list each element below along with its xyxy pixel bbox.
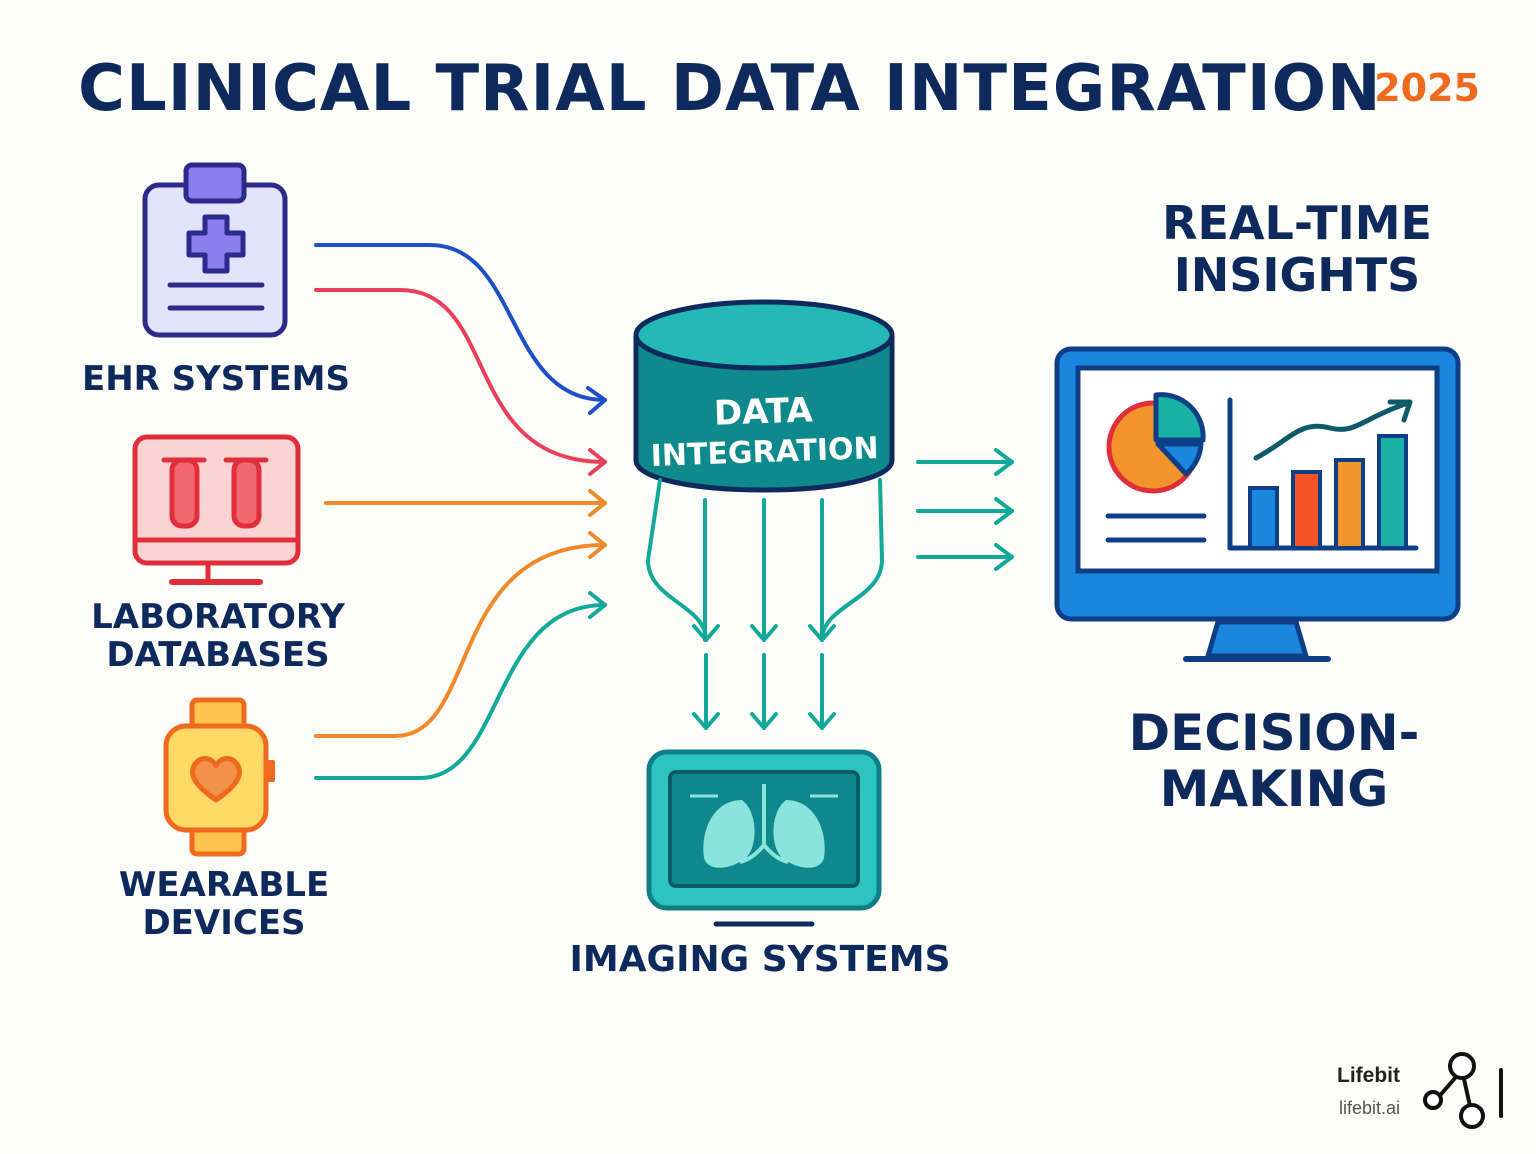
downward-connectors — [646, 478, 884, 730]
dashboard-monitor-icon — [1054, 346, 1461, 662]
page-title: CLINICAL TRIAL DATA INTEGRATION — [78, 52, 1382, 126]
source-connectors — [314, 243, 607, 780]
hub-label: DATA INTEGRATION — [635, 389, 894, 476]
wearable-label-line2: DEVICES — [142, 903, 306, 944]
imaging-systems-label: IMAGING SYSTEMS — [569, 939, 951, 980]
lab-monitor-icon — [132, 434, 301, 585]
insights-line2: INSIGHTS — [1173, 247, 1421, 302]
brand-name: Lifebit — [1337, 1064, 1400, 1087]
insights-line1: REAL-TIME — [1162, 196, 1432, 250]
hub-label-line1: DATA — [713, 390, 814, 434]
wearable-label-line1: WEARABLE — [118, 865, 330, 905]
laboratory-label-line1: LABORATORY — [91, 597, 345, 637]
decision-line1: DECISION- — [1128, 704, 1420, 762]
brand-block: Lifebit lifebit.ai — [1337, 1064, 1400, 1119]
decision-making-label: DECISION- MAKING — [1064, 705, 1484, 817]
real-time-insights-label: REAL-TIME INSIGHTS — [1087, 196, 1507, 302]
database-cylinder-icon — [633, 299, 895, 493]
xray-monitor-icon — [646, 749, 882, 927]
year-badge: 2025 — [1374, 66, 1480, 110]
laboratory-label-line2: DATABASES — [106, 635, 330, 676]
output-arrows — [916, 448, 1014, 571]
ehr-systems-label: EHR SYSTEMS — [81, 359, 351, 399]
decision-line2: MAKING — [1159, 760, 1389, 818]
laboratory-databases-label: LABORATORY DATABASES — [48, 598, 388, 674]
smartwatch-heart-icon — [163, 697, 275, 857]
brand-url[interactable]: lifebit.ai — [1338, 1098, 1400, 1118]
clipboard-medical-icon — [142, 162, 288, 338]
hub-label-line2: INTEGRATION — [650, 431, 880, 475]
lifebit-logo-icon — [1423, 1052, 1503, 1129]
wearable-devices-label: WEARABLE DEVICES — [54, 866, 394, 942]
